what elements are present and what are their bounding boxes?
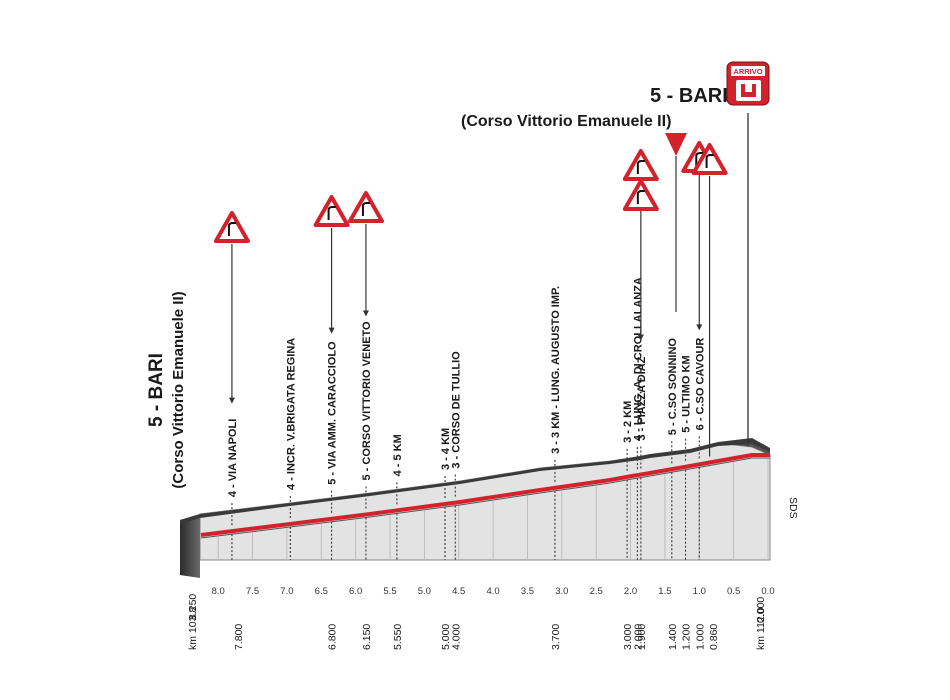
curve-glyph	[636, 190, 645, 204]
extra-signs	[622, 143, 728, 457]
landmark: 3 - 4 KM 5.000	[440, 428, 452, 650]
scale-tick-label: 3.5	[521, 586, 534, 597]
finish-km-total: km 112.0	[755, 607, 767, 650]
landmark-dist: 2.000	[632, 624, 644, 650]
landmark: 3 - CORSO DE TULLIO 4.000	[450, 351, 462, 650]
landmark-dist: 1.400	[667, 624, 679, 650]
landmark-dist: 6.150	[361, 624, 373, 650]
landmark-dist: 1.200	[681, 624, 693, 650]
warning-sign-icon	[213, 211, 250, 243]
warning-sign-icon	[691, 143, 728, 175]
landmark-label: 3 - PIAZZA DIAZ	[636, 356, 648, 440]
sign-arrow-icon	[696, 324, 703, 331]
landmark-label: 4 - 5 KM	[392, 434, 404, 476]
curve-glyph	[361, 202, 370, 216]
finish-street: (Corso Vittorio Emanuele II)	[461, 113, 671, 130]
start-km-remaining: 8.250	[187, 594, 199, 620]
scale-tick-label: 4.5	[452, 586, 465, 597]
scale-tick-label: 1.5	[658, 586, 671, 597]
landmark-label: 3 - 3 KM - LUNG. AUGUSTO IMP.	[550, 286, 562, 454]
landmark: 5 - CORSO VITTORIO VENETO 6.150	[347, 191, 384, 650]
scale-tick-label: 4.0	[486, 586, 499, 597]
sign-arrow-icon	[637, 334, 644, 341]
warning-sign-icon	[313, 195, 350, 227]
start-km: km 103.8 8.250	[187, 594, 199, 650]
scale-tick-label: 6.0	[349, 586, 362, 597]
scale-tick-label: 6.5	[315, 586, 328, 597]
landmark: 5 - ULTIMO KM 1.200	[681, 355, 693, 650]
landmark: 3 - 3 KM - LUNG. AUGUSTO IMP. 3.700	[550, 286, 562, 650]
landmark-dist: 5.000	[440, 624, 452, 650]
landmark: 4 - VIA NAPOLI	[213, 211, 250, 560]
scale-tick-label: 5.0	[418, 586, 431, 597]
landmark-label: 5 - C.SO SONNINO	[667, 338, 679, 436]
landmark-label: 6 - C.SO CAVOUR	[694, 338, 706, 431]
scale-tick-label: 5.5	[383, 586, 396, 597]
landmark-label: 4 - INCR. V.BRIGATA REGINA	[285, 338, 297, 490]
warning-sign-icon	[622, 149, 659, 181]
scale-tick-label: 2.5	[590, 586, 603, 597]
finish-km-remaining: 0.000	[755, 597, 767, 623]
curve-glyph	[227, 222, 236, 236]
landmark: 5 - VIA AMM. CARACCIOLO 6.800	[313, 195, 350, 650]
scale-tick-label: 0.5	[727, 586, 740, 597]
profile-side-left	[180, 514, 200, 578]
km-gridlines	[217, 459, 769, 560]
landmark-dist: 4.000	[450, 624, 462, 650]
start-label: 5 - BARI (Corso Vittorio Emanuele II)	[146, 291, 187, 488]
landmarks: 4 - VIA NAPOLI 4 - INCR. V.BRIGATA REGINA…	[213, 141, 728, 650]
sds-label: SDS	[787, 497, 799, 519]
landmark-dist: 3.000	[622, 624, 634, 650]
landmark-label: 3 - 2 KM	[622, 401, 634, 443]
scale-tick-label: 2.0	[624, 586, 637, 597]
finish-km: km 112.0 0.000	[755, 597, 767, 650]
curve-glyph	[327, 206, 336, 220]
road-line	[200, 453, 770, 537]
warning-sign-icon	[347, 191, 384, 223]
landmark: 4 - INCR. V.BRIGATA REGINA	[285, 338, 297, 560]
profile-top-edge	[180, 438, 770, 524]
landmark-label: 3 - CORSO DE TULLIO	[450, 351, 462, 469]
start-name: 5 - BARI	[146, 353, 167, 427]
sign-arrow-icon	[228, 397, 235, 404]
extra-dist: 0.860	[708, 624, 720, 650]
start-km-total: km 103.8	[187, 607, 199, 650]
landmark-label: 5 - CORSO VITTORIO VENETO	[361, 321, 373, 481]
landmark-dist: 1.900	[636, 624, 648, 650]
scale-tick-label: 7.5	[246, 586, 259, 597]
scale-tick-label: 3.0	[555, 586, 568, 597]
landmark-label: 3 - 4 KM	[440, 428, 452, 470]
landmark-dist: 5.550	[392, 624, 404, 650]
landmark-label: 5 - VIA AMM. CARACCIOLO	[327, 341, 339, 485]
landmark: 4 - 5 KM 5.550	[392, 434, 404, 650]
curve-glyph	[705, 154, 714, 168]
sign-arrow-icon	[362, 310, 369, 317]
extra-dist: 7.800	[233, 624, 245, 650]
curve-glyph	[636, 160, 645, 174]
warning-sign-icon	[622, 179, 659, 211]
landmark-label: 4 - VIA NAPOLI	[227, 419, 239, 497]
landmark-dist: 6.800	[327, 624, 339, 650]
scale-tick-label: 1.0	[693, 586, 706, 597]
landmark-label: 5 - ULTIMO KM	[681, 355, 693, 432]
curve-glyph	[695, 152, 704, 166]
sign-arrow-icon	[328, 327, 335, 334]
landmark-dist: 1.000	[694, 624, 706, 650]
road-line-shadow	[200, 457, 770, 539]
km-scale: 8.0 7.5 7.0 6.5 6.0 5.5 5.0 4.5 4.0 3.5 3.0 2.5 2.0 1…	[212, 586, 775, 597]
start-street: (Corso Vittorio Emanuele II)	[170, 291, 187, 488]
scale-tick-label: 8.0	[212, 586, 225, 597]
scale-tick-label: 0.0	[761, 586, 774, 597]
landmark: 3 - 2 KM 3.000	[622, 401, 634, 650]
landmark: 5 - C.SO SONNINO 1.400	[667, 338, 679, 650]
arrivo-badge: ARRIVO	[726, 61, 770, 106]
finish-name: 5 - BARI	[650, 85, 728, 107]
landmark: 3 - PIAZZA DIAZ 1.900	[622, 149, 659, 650]
scale-tick-label: 7.0	[280, 586, 293, 597]
arrivo-text: ARRIVO	[733, 67, 762, 76]
last-km-triangle	[665, 133, 687, 156]
landmark-dist: 3.700	[550, 624, 562, 650]
